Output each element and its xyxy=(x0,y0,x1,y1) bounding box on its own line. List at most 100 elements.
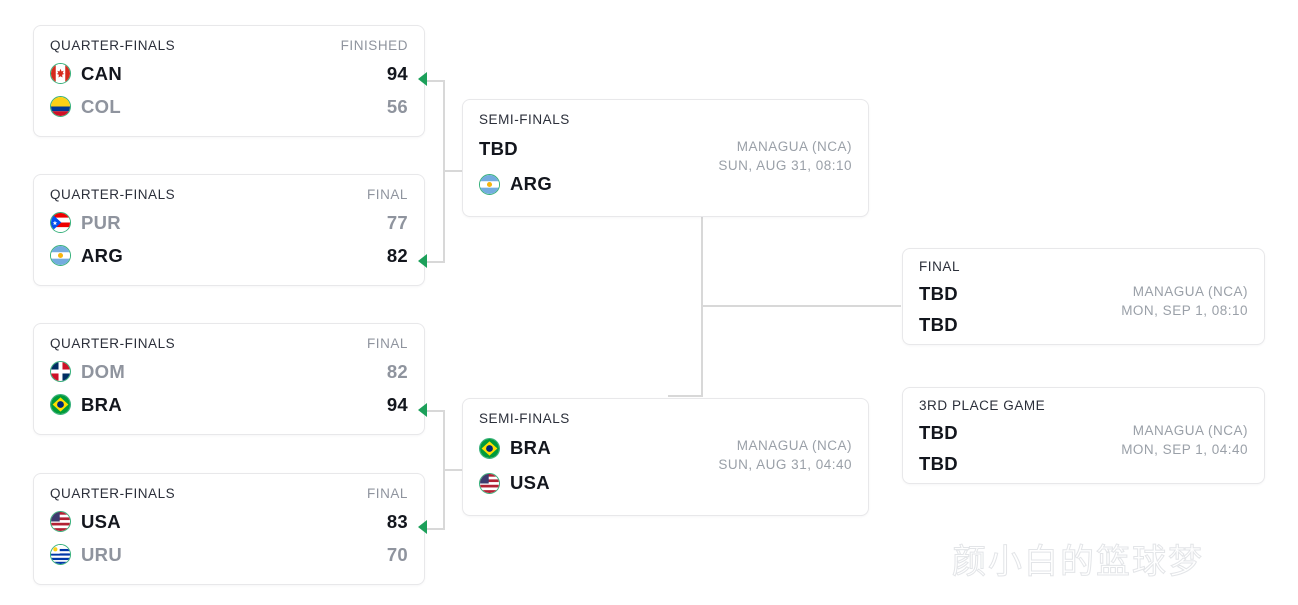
round-label: QUARTER-FINALS xyxy=(50,38,176,53)
connector-qf4-out xyxy=(425,528,445,530)
team-score: 83 xyxy=(386,510,408,532)
flag-usa-icon xyxy=(50,511,71,532)
table-row[interactable]: TBD xyxy=(919,449,1248,479)
table-row[interactable]: CAN 94 xyxy=(50,57,408,90)
venue-label: MANAGUA (NCA) xyxy=(1132,423,1248,438)
team-score: 70 xyxy=(386,543,408,565)
flag-colombia-icon xyxy=(50,96,71,117)
card-header: QUARTER-FINALS FINISHED xyxy=(34,26,424,55)
table-row[interactable]: DOM 82 xyxy=(50,355,408,388)
team: ARG xyxy=(479,173,852,195)
card-header: QUARTER-FINALS FINAL xyxy=(34,474,424,503)
flag-usa-icon xyxy=(479,472,500,494)
team: PUR xyxy=(50,212,387,234)
team-code: USA xyxy=(81,510,121,532)
table-row[interactable]: TBD xyxy=(479,131,852,167)
team: USA xyxy=(50,511,387,533)
winner-arrow-qf-3 xyxy=(418,403,427,417)
table-row[interactable]: ARG xyxy=(479,167,852,201)
table-row[interactable]: BRA xyxy=(479,430,852,466)
team: BRA xyxy=(479,437,852,459)
team-code: BRA xyxy=(510,437,551,458)
team: TBD xyxy=(479,138,852,160)
team-code: TBD xyxy=(919,283,958,304)
team: DOM xyxy=(50,361,387,383)
round-label: FINAL xyxy=(919,259,961,274)
flag-brazil-icon xyxy=(50,394,71,415)
venue-datetime: MANAGUA (NCA) MON, SEP 1, 08:10 xyxy=(1121,282,1248,320)
round-label: QUARTER-FINALS xyxy=(50,486,176,501)
table-row[interactable]: URU 70 xyxy=(50,538,408,571)
status-badge: FINISHED xyxy=(340,38,408,53)
round-label: QUARTER-FINALS xyxy=(50,187,176,202)
match-card-qf-1[interactable]: QUARTER-FINALS FINISHED CAN 94 COL xyxy=(33,25,425,137)
team-code: BRA xyxy=(81,393,122,415)
venue-label: MANAGUA (NCA) xyxy=(736,139,852,154)
team-rows: CAN 94 COL 56 xyxy=(34,55,424,135)
match-card-sf-2[interactable]: SEMI-FINALS BRA USA xyxy=(462,398,869,516)
team-score: 56 xyxy=(386,95,408,117)
status-badge: FINAL xyxy=(366,187,408,202)
team-rows: TBD TBD MANAGUA (NCA) MON, SEP 1, 08:10 xyxy=(903,276,1264,350)
team-rows: BRA USA MANAGUA (NCA) SUN, AUG 31, 04:40 xyxy=(463,428,868,512)
flag-canada-icon xyxy=(50,63,71,84)
table-row[interactable]: TBD xyxy=(919,310,1248,340)
flag-uruguay-icon xyxy=(50,544,71,565)
table-row[interactable]: PUR 77 xyxy=(50,206,408,239)
card-header: 3RD PLACE GAME xyxy=(903,388,1264,415)
team-score: 77 xyxy=(386,211,408,233)
card-header: FINAL xyxy=(903,249,1264,276)
team-code: TBD xyxy=(919,422,958,443)
team-code: TBD xyxy=(479,138,518,159)
table-row[interactable]: ARG 82 xyxy=(50,239,408,272)
team-score: 94 xyxy=(386,393,408,415)
flag-argentina-icon xyxy=(50,245,71,266)
team-code: TBD xyxy=(919,314,958,335)
venue-datetime: MANAGUA (NCA) SUN, AUG 31, 04:40 xyxy=(718,436,852,474)
datetime-label: SUN, AUG 31, 08:10 xyxy=(718,158,852,174)
card-header: SEMI-FINALS xyxy=(463,100,868,129)
connector-sf2-exit xyxy=(668,395,703,397)
match-card-final[interactable]: FINAL TBD TBD MANAGUA (NCA) MON, SEP 1, … xyxy=(902,248,1265,345)
card-header: QUARTER-FINALS FINAL xyxy=(34,324,424,353)
table-row[interactable]: USA xyxy=(479,466,852,500)
team-rows: DOM 82 BRA 94 xyxy=(34,353,424,433)
team: TBD xyxy=(919,422,1248,444)
team-code: ARG xyxy=(81,244,124,266)
venue-label: MANAGUA (NCA) xyxy=(736,438,852,453)
winner-arrow-qf-2 xyxy=(418,254,427,268)
flag-puerto-rico-icon xyxy=(50,212,71,233)
team: ARG xyxy=(50,245,387,267)
connector-sf2-in xyxy=(443,469,463,471)
table-row[interactable]: BRA 94 xyxy=(50,388,408,421)
match-card-sf-1[interactable]: SEMI-FINALS TBD ARG MANAGUA (NCA) SUN, A… xyxy=(462,99,869,217)
team: TBD xyxy=(919,314,1248,336)
team-score: 82 xyxy=(386,244,408,266)
team-code: TBD xyxy=(919,453,958,474)
team: TBD xyxy=(919,283,1248,305)
match-card-qf-4[interactable]: QUARTER-FINALS FINAL USA 83 URU xyxy=(33,473,425,585)
table-row[interactable]: COL 56 xyxy=(50,90,408,123)
table-row[interactable]: TBD xyxy=(919,417,1248,449)
team: TBD xyxy=(919,453,1248,475)
team-code: PUR xyxy=(81,211,121,233)
venue-datetime: MANAGUA (NCA) MON, SEP 1, 04:40 xyxy=(1121,421,1248,459)
status-badge: FINAL xyxy=(366,336,408,351)
table-row[interactable]: TBD xyxy=(919,278,1248,310)
match-card-qf-2[interactable]: QUARTER-FINALS FINAL PUR 77 ARG xyxy=(33,174,425,286)
round-label: 3RD PLACE GAME xyxy=(919,398,1046,413)
datetime-label: MON, SEP 1, 04:40 xyxy=(1121,442,1248,458)
team: CAN xyxy=(50,63,387,85)
round-label: SEMI-FINALS xyxy=(479,112,570,127)
team-rows: USA 83 URU 70 xyxy=(34,503,424,583)
winner-arrow-qf-4 xyxy=(418,520,427,534)
table-row[interactable]: USA 83 xyxy=(50,505,408,538)
match-card-third-place[interactable]: 3RD PLACE GAME TBD TBD MANAGUA (NCA) MON… xyxy=(902,387,1265,484)
venue-datetime: MANAGUA (NCA) SUN, AUG 31, 08:10 xyxy=(718,137,852,175)
team-code: CAN xyxy=(81,62,122,84)
match-card-qf-3[interactable]: QUARTER-FINALS FINAL DOM 82 BRA xyxy=(33,323,425,435)
team: COL xyxy=(50,96,387,118)
team: BRA xyxy=(50,394,387,416)
venue-label: MANAGUA (NCA) xyxy=(1132,284,1248,299)
